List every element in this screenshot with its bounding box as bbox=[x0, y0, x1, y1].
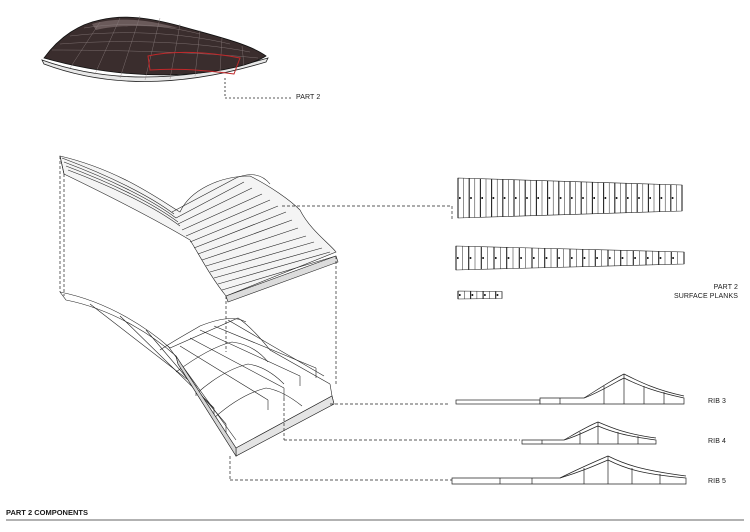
plank-joint bbox=[583, 257, 586, 259]
plank-joint bbox=[634, 257, 636, 259]
plank-joint bbox=[482, 257, 484, 259]
plank-joint bbox=[545, 257, 548, 259]
part-2-callout-label: PART 2 bbox=[296, 94, 321, 101]
planks-part-label: PART 2 bbox=[713, 284, 738, 291]
plank-joint bbox=[471, 294, 474, 296]
rib-5-label: RIB 5 bbox=[708, 478, 727, 485]
plank-joint bbox=[481, 197, 483, 199]
plank-joint bbox=[604, 197, 607, 199]
plank-joint bbox=[659, 257, 662, 259]
plank-joint bbox=[571, 257, 573, 259]
plank-joint bbox=[507, 257, 510, 259]
plank-joint bbox=[492, 197, 495, 199]
plank-joint bbox=[609, 257, 611, 259]
plank-joint bbox=[559, 197, 562, 199]
plank-joint bbox=[484, 294, 486, 296]
rib-4-elevation bbox=[521, 421, 657, 445]
plank-joint bbox=[459, 294, 461, 296]
planks-surface-axo bbox=[59, 155, 339, 303]
plank-joint bbox=[496, 294, 499, 296]
plank-joint bbox=[537, 197, 539, 199]
plank-joint bbox=[558, 257, 560, 259]
rib-3-label: RIB 3 bbox=[708, 398, 727, 405]
plank-joint bbox=[582, 197, 584, 199]
plank-joint bbox=[571, 197, 573, 199]
plank-joint bbox=[638, 197, 640, 199]
plank-joint bbox=[671, 197, 674, 199]
plank-joint bbox=[548, 197, 551, 199]
plank-joint bbox=[596, 257, 598, 259]
plank-row-2 bbox=[455, 245, 685, 271]
plank-joint bbox=[469, 257, 472, 259]
rib-5-elevation bbox=[451, 455, 687, 485]
plank-joint bbox=[457, 257, 459, 259]
plank-joint bbox=[627, 197, 629, 199]
plank-joint bbox=[660, 197, 663, 199]
plank-joint bbox=[615, 197, 618, 199]
rib-frame-axo bbox=[59, 291, 335, 458]
plank-joint bbox=[515, 197, 517, 199]
plank-joint bbox=[649, 197, 651, 199]
plank-joint bbox=[459, 197, 461, 199]
plank-joint bbox=[526, 197, 528, 199]
plank-joint bbox=[503, 197, 506, 199]
plank-joint bbox=[647, 257, 649, 259]
plank-joint bbox=[495, 257, 497, 259]
footer-title: PART 2 COMPONENTS bbox=[6, 508, 88, 517]
rib-4-label: RIB 4 bbox=[708, 438, 727, 445]
surface-planks-label: SURFACE PLANKS bbox=[673, 293, 738, 300]
shell-overview bbox=[41, 15, 292, 99]
projection-lines bbox=[59, 156, 520, 481]
plank-joint bbox=[672, 257, 674, 259]
plank-joint bbox=[470, 197, 472, 199]
plank-joint bbox=[593, 197, 595, 199]
plank-row-3 bbox=[457, 290, 503, 300]
rib-3-elevation bbox=[455, 373, 685, 405]
plank-joint bbox=[621, 257, 624, 259]
plank-joint bbox=[520, 257, 522, 259]
plank-row-1 bbox=[457, 177, 683, 219]
plank-joint bbox=[533, 257, 535, 259]
